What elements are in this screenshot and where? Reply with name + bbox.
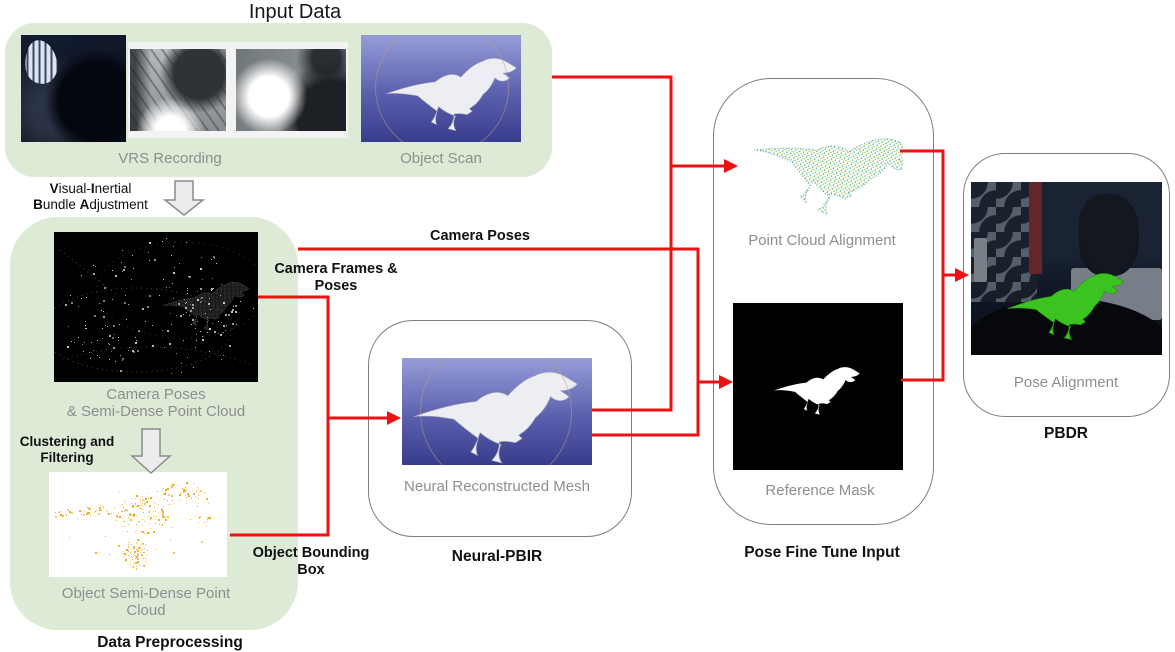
semi-dense-caption: Camera Poses & Semi-Dense Point Cloud [36,386,276,420]
camera-frames-edge-label: Camera Frames & Poses [246,261,426,295]
object-bbox-line2: Box [297,562,325,578]
red-wall-strip [1029,182,1042,274]
semi-dense-point-cloud-image [54,232,258,382]
pose-alignment-image [971,182,1162,355]
object-pc-caption-line2: Cloud [126,602,166,619]
backpack-shape [1079,194,1139,276]
clustering-filtering-label: Clustering and Filtering [6,434,128,465]
object-bbox-line1: Object Bounding [252,545,370,561]
vrs-fisheye-frame-2 [236,49,346,131]
data-preprocessing-label: Data Preprocessing [97,634,243,651]
pose-fine-tune-input-label: Pose Fine Tune Input [744,544,900,561]
neural-mesh-caption: Neural Reconstructed Mesh [404,478,590,495]
point-cloud-alignment-caption: Point Cloud Alignment [748,232,896,249]
diagram-title: Input Data [248,1,342,23]
camera-poses-edge-label: Camera Poses [430,228,530,244]
viba-line-2: Bundle Adjustment [33,196,148,212]
point-cloud-dino [742,107,903,220]
clustering-line1: Clustering and [19,434,115,449]
pbdr-label: PBDR [1044,425,1088,442]
semi-dense-caption-line1: Camera Poses [106,386,206,403]
pose-alignment-caption: Pose Alignment [1013,374,1119,391]
trackball-circle [420,358,572,465]
clustering-line2: Filtering [40,449,94,465]
white-card [974,238,987,282]
semi-dense-speckles [54,241,258,373]
object-pc-caption: Object Semi-Dense Point Cloud [26,585,266,619]
camera-frames-line2: Poses [314,278,358,294]
vrs-recording-caption: VRS Recording [118,150,222,167]
object-semi-dense-point-cloud-image [49,472,227,577]
window-light-shape [22,38,60,86]
semi-dense-caption-line2: & Semi-Dense Point Cloud [66,403,246,420]
viba-line-1: Visual-Inertial [49,181,132,196]
neural-mesh-image [402,358,592,465]
green-dino [1006,272,1126,343]
wall-pattern [971,182,1037,302]
vrs-fisheye-frame-1 [130,49,226,131]
reference-mask-caption: Reference Mask [765,482,875,499]
camera-frames-line1: Camera Frames & [274,261,398,277]
neural-pbir-label: Neural-PBIR [451,548,543,565]
vrs-recording-image-panel [128,42,348,138]
object-scan-caption: Object Scan [400,150,482,167]
object-scan-image [361,35,521,142]
reference-mask-image [733,303,903,470]
point-cloud-alignment-image [725,104,903,220]
trackball-circle [375,35,509,142]
viba-label: Visual-Inertial Bundle Adjustment [8,181,173,212]
object-pc-caption-line1: Object Semi-Dense Point [61,585,231,602]
vrs-recording-image-dark [21,35,126,142]
object-bbox-edge-label: Object Bounding Box [221,545,401,579]
mask-dino [773,367,860,415]
